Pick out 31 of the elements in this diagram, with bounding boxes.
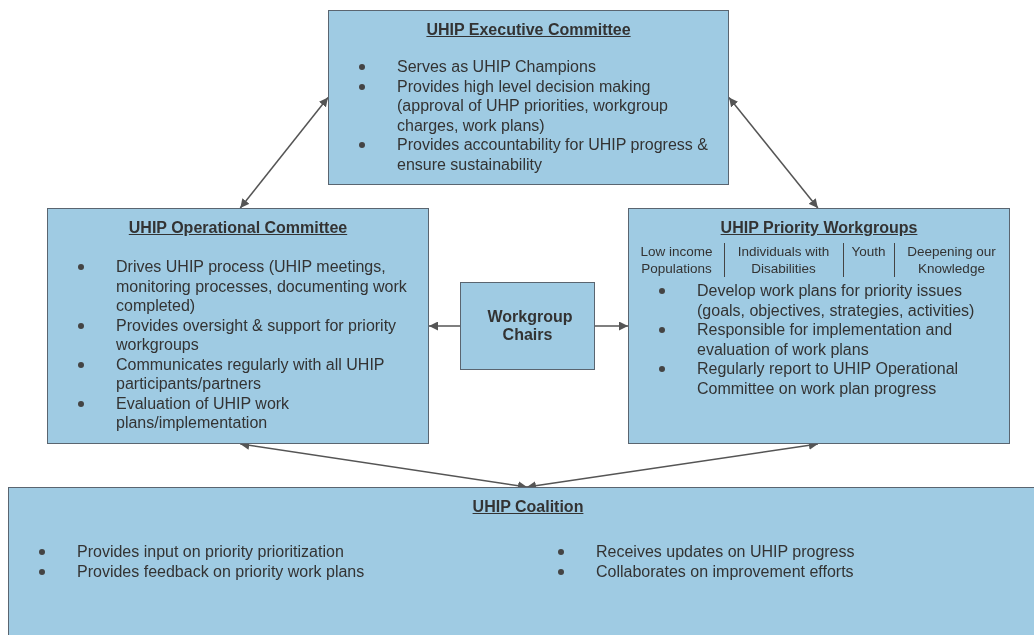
bullet-item: Drives UHIP process (UHIP meetings, monitoring processes, documenting work completed): [116, 258, 407, 314]
committee-box: [628, 208, 1010, 444]
arrow: [428, 321, 461, 331]
bullet-item: Receives updates on UHIP progress: [596, 543, 855, 560]
committee-box: [328, 10, 729, 185]
arrow: [728, 96, 819, 209]
category-label: Youth: [850, 243, 887, 260]
bullet-item: Serves as UHIP Champions: [397, 58, 596, 75]
bullet-item: Collaborates on improvement efforts: [596, 562, 854, 580]
box-title: UHIP Priority Workgroups: [720, 219, 918, 237]
bullet-item: Provides input on priority prioritization: [77, 543, 344, 560]
committee-box: [47, 208, 429, 444]
committee-box: [8, 487, 1034, 635]
committee-box: [460, 282, 595, 370]
bullet-item: Provides feedback on priority work plans: [77, 562, 365, 580]
arrow: [239, 96, 329, 209]
box-title: UHIP Coalition: [472, 498, 584, 516]
box-title: UHIP Executive Committee: [426, 21, 631, 39]
category-label: Individuals with Disabilities: [736, 243, 831, 277]
category-label: Low income Populations: [639, 243, 714, 277]
category-label: Deepening our Knowledge: [906, 243, 997, 277]
bullet-item: Provides high level decision making (approval of UHP priorities, workgroup charges, work plans): [397, 77, 668, 134]
bullet-item: Responsible for implementation and evaluation of work plans: [697, 321, 953, 358]
box-title: UHIP Operational Committee: [128, 219, 348, 237]
bullet-item: Provides oversight & support for priority workgroups: [116, 316, 397, 353]
bullet-item: Regularly report to UHIP Operational Committee on work plan progress: [697, 360, 959, 397]
bullet-item: Provides accountability for UHIP progress & ensure sustainability: [397, 136, 708, 173]
arrow: [594, 321, 629, 331]
bullet-item: Develop work plans for priority issues (goals, objectives, strategies, activities): [697, 282, 975, 319]
bullet-item: Communicates regularly with all UHIP participants/partners: [116, 355, 385, 392]
bullet-item: Evaluation of UHIP work plans/implementation: [116, 394, 290, 431]
